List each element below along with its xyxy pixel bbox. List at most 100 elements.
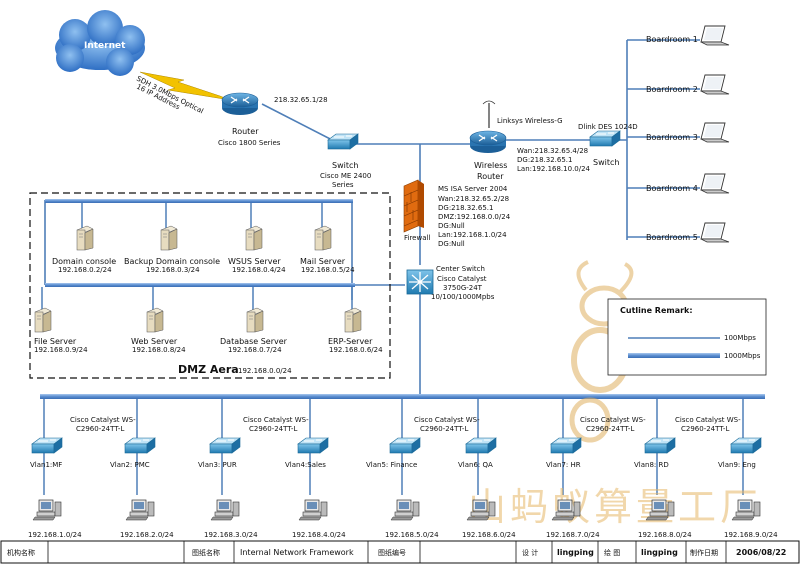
- watermark-text: 山蚂蚁算量工厂: [468, 485, 762, 529]
- vlan-ip: 192.168.6.0/24: [462, 531, 516, 539]
- server[interactable]: Web Server 192.168.0.8/24: [131, 307, 186, 354]
- server-ip: 192.168.0.5/24: [301, 266, 355, 274]
- dmz-buses: [40, 199, 765, 399]
- server-name: Domain console: [52, 257, 116, 266]
- server-name: File Server: [34, 337, 77, 346]
- legend-title: Cutline Remark:: [620, 306, 693, 315]
- vlan-item[interactable]: Vlan7: HR 192.168.7.0/24: [546, 437, 600, 539]
- model-label: Cisco Catalyst WS-: [675, 416, 741, 424]
- vlan-item[interactable]: Vlan4:Sales 192.168.4.0/24: [285, 437, 346, 539]
- legend-thick: 1000Mbps: [724, 352, 761, 360]
- router-ip: 218.32.65.1/28: [274, 96, 328, 104]
- server-name: ERP-Server: [328, 337, 373, 346]
- center-info-3: 10/100/1000Mpbs: [431, 293, 495, 301]
- center-info-0: Center Switch: [436, 265, 485, 273]
- boardroom-item[interactable]: Boardroom 4: [646, 173, 730, 194]
- switch-icon: [465, 437, 497, 454]
- switch-icon: [297, 437, 329, 454]
- me-switch[interactable]: Switch Cisco ME 2400 Series: [320, 133, 371, 189]
- org-label: 机构名称: [7, 548, 35, 557]
- boardroom-item[interactable]: Boardroom 3: [646, 122, 730, 143]
- server[interactable]: Domain console 192.168.0.2/24: [52, 225, 116, 274]
- vlan-ip: 192.168.8.0/24: [638, 531, 692, 539]
- drawing-no-label: 图纸编号: [378, 548, 406, 557]
- me-switch-model-2: Series: [332, 181, 354, 189]
- boardroom-switch-title: Switch: [593, 158, 619, 167]
- pc-icon: [125, 499, 155, 521]
- legend: Cutline Remark: 100Mbps 1000Mbps: [607, 298, 767, 376]
- server-name: Backup Domain console: [124, 257, 220, 266]
- vlan-item[interactable]: Vlan5: Finance 192.168.5.0/24: [366, 437, 439, 539]
- switch-icon: [644, 437, 676, 454]
- vlan-ip: 192.168.3.0/24: [204, 531, 258, 539]
- server-icon: [34, 307, 52, 333]
- server-icon: [146, 307, 164, 333]
- server[interactable]: ERP-Server 192.168.0.6/24: [328, 307, 383, 354]
- server-drops: [41, 203, 353, 312]
- wireless-router[interactable]: Linksys Wireless-G Wireless Router Wan:2…: [469, 100, 591, 181]
- boardroom-label: Boardroom 1: [646, 35, 698, 44]
- boardroom-switch[interactable]: Dlink DES 1024D Switch: [578, 123, 638, 167]
- vlan-item[interactable]: Vlan2: PMC 192.168.2.0/24: [110, 437, 174, 539]
- fw-info-5: Lan:192.168.1.0/24: [438, 231, 507, 239]
- server-icon: [160, 225, 178, 251]
- router-icon: [469, 130, 507, 154]
- switch-icon: [209, 437, 241, 454]
- server[interactable]: Backup Domain console 192.168.0.3/24: [124, 225, 220, 274]
- pc-icon: [32, 499, 62, 521]
- boardroom-item[interactable]: Boardroom 5: [646, 222, 730, 243]
- vlan-item[interactable]: Vlan8: RD 192.168.8.0/24: [634, 437, 692, 539]
- vlan-item[interactable]: Vlan3: PUR 192.168.3.0/24: [198, 437, 258, 539]
- pc-icon: [298, 499, 328, 521]
- access-switch-models: Cisco Catalyst WS- C2960-24TT-L Cisco Ca…: [70, 416, 741, 433]
- server[interactable]: WSUS Server 192.168.0.4/24: [228, 225, 286, 274]
- designer: lingping: [557, 548, 594, 557]
- vlan-ip: 192.168.1.0/24: [28, 531, 82, 539]
- drafter: lingping: [641, 548, 678, 557]
- vlan-name: Vlan6: QA: [458, 461, 493, 469]
- server[interactable]: Mail Server 192.168.0.5/24: [300, 225, 355, 274]
- dmz-zone: DMZ Aera 192.168.0.0/24 Domain console 1…: [29, 192, 391, 379]
- wireless-title-2: Router: [477, 172, 504, 181]
- model-label: C2960-24TT-L: [76, 425, 124, 433]
- date-label: 制作日期: [690, 548, 718, 557]
- model-label: Cisco Catalyst WS-: [243, 416, 309, 424]
- internet-label: Internet: [84, 41, 126, 51]
- center-info-1: Cisco Catalyst: [437, 275, 487, 283]
- firewall-title: Firewall: [404, 234, 430, 242]
- firewall[interactable]: Firewall MS ISA Server 2004 Wan:218.32.6…: [403, 179, 511, 248]
- fw-info-4: DG:Null: [438, 222, 465, 230]
- switch-icon: [730, 437, 762, 454]
- vlan-item[interactable]: Vlan6: QA 192.168.6.0/24: [458, 437, 516, 539]
- vlan-list: Vlan1:MF 192.168.1.0/24 Vlan2: PMC 192.1…: [28, 437, 778, 539]
- watermark: 山蚂蚁算量工厂: [468, 260, 762, 529]
- server-ip: 192.168.0.9/24: [34, 346, 88, 354]
- server-ip: 192.168.0.7/24: [228, 346, 282, 354]
- center-switch[interactable]: Center Switch Cisco Catalyst 3750G-24T 1…: [406, 265, 495, 301]
- server[interactable]: Database Server 192.168.0.7/24: [220, 307, 288, 354]
- designer-label: 设 计: [522, 548, 538, 557]
- switch-icon: [31, 437, 63, 454]
- model-label: C2960-24TT-L: [420, 425, 468, 433]
- boardroom-item[interactable]: Boardroom 2: [646, 74, 730, 95]
- switch-icon: [327, 133, 359, 150]
- switch-icon: [389, 437, 421, 454]
- model-label: Cisco Catalyst WS-: [580, 416, 646, 424]
- boardroom-label: Boardroom 3: [646, 133, 698, 142]
- core-router[interactable]: 218.32.65.1/28 Router Cisco 1800 Series: [218, 92, 328, 147]
- model-label: Cisco Catalyst WS-: [414, 416, 480, 424]
- wireless-info-2: Lan:192.168.10.0/24: [517, 165, 591, 173]
- vlan-ip: 192.168.4.0/24: [292, 531, 346, 539]
- vlan-name: Vlan8: RD: [634, 461, 669, 469]
- vlan-item[interactable]: Vlan1:MF 192.168.1.0/24: [28, 437, 82, 539]
- pc-icon: [210, 499, 240, 521]
- router-model: Cisco 1800 Series: [218, 139, 281, 147]
- server[interactable]: File Server 192.168.0.9/24: [34, 307, 88, 354]
- boardroom-item[interactable]: Boardroom 1: [646, 25, 730, 46]
- laptop-icon: [700, 25, 730, 46]
- fw-info-3: DMZ:192.168.0.0/24: [438, 213, 511, 221]
- switch-icon: [124, 437, 156, 454]
- vlan-item[interactable]: Vlan9: Eng 192.168.9.0/24: [718, 437, 778, 539]
- pc-icon: [390, 499, 420, 521]
- laptop-icon: [700, 173, 730, 194]
